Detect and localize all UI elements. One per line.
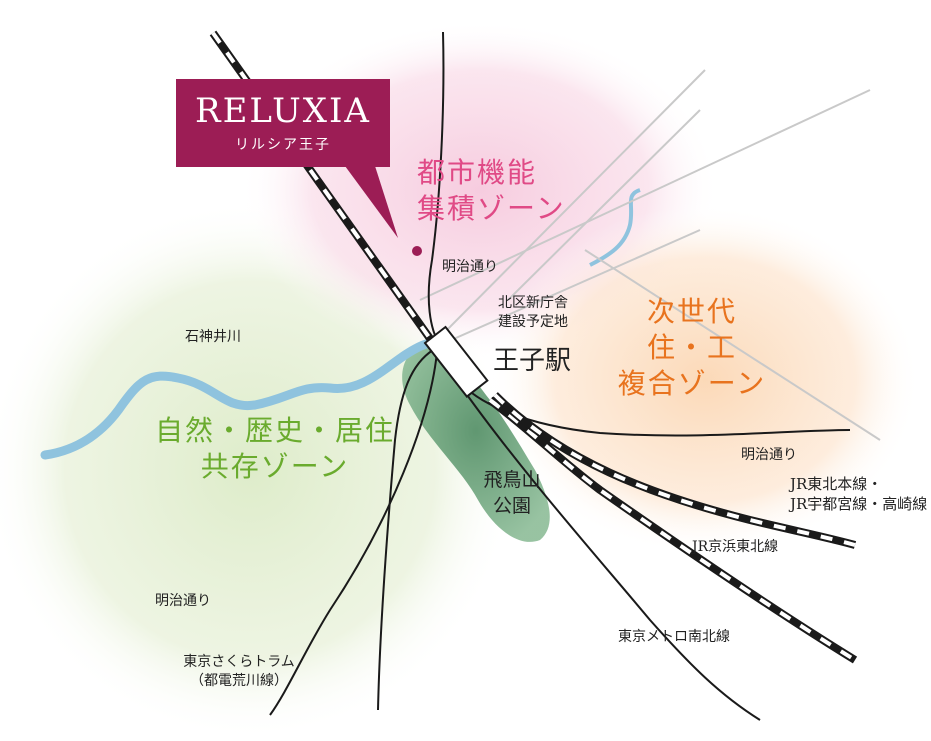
oji-station-building: [423, 325, 489, 398]
ward-office-label: 北区新庁舎 建設予定地: [478, 294, 588, 332]
meiji-dori-label-left: 明治通り: [155, 593, 211, 609]
brand-callout-pointer: [345, 166, 398, 238]
zone-nature-line1: 自然・歴史・居住: [155, 414, 396, 447]
zone-label-urban: 都市機能 集積ゾーン: [417, 155, 566, 227]
zone-urban-line1: 都市機能: [417, 156, 538, 189]
asukayama-park-area: [402, 340, 550, 542]
roads: [419, 69, 881, 441]
sakura-tram-label: 東京さくらトラム （都電荒川線）: [174, 653, 304, 691]
metro-namboku-label: 東京メトロ南北線: [618, 629, 730, 645]
park-line2: 公園: [492, 494, 531, 517]
zone-label-nature: 自然・歴史・居住 共存ゾーン: [155, 413, 395, 485]
river-label: 石神井川: [185, 329, 241, 345]
park-label: 飛鳥山 公園: [472, 468, 552, 519]
jr-keihin-label: JR京浜東北線: [692, 539, 779, 555]
tram-line1: 東京さくらトラム: [183, 654, 295, 670]
jr-tohoku-label: JR東北本線・ JR宇都宮線・高崎線: [790, 474, 927, 515]
station-label: 王子駅: [493, 346, 572, 376]
brand-callout: RELUXIA リルシア王子: [176, 79, 390, 167]
zone-nature-line2: 共存ゾーン: [200, 449, 350, 483]
zone-label-next-gen: 次世代 住・工 複合ゾーン: [612, 294, 772, 401]
tram-line2: （都電荒川線）: [190, 672, 288, 689]
park-line1: 飛鳥山: [483, 469, 541, 491]
brand-logo-name: RELUXIA: [195, 91, 371, 131]
meiji-dori-road: [269, 31, 851, 721]
brand-subtitle: リルシア王子: [235, 137, 331, 153]
ward-office-line1: 北区新庁舎: [498, 295, 568, 311]
meiji-dori-label-top: 明治通り: [442, 259, 498, 275]
site-location-dot: [412, 246, 422, 256]
meiji-dori-label-right: 明治通り: [741, 447, 797, 463]
ward-office-line2: 建設予定地: [498, 313, 568, 330]
river-upstream: [589, 188, 641, 267]
zone-next-gen-line2: 住・工: [646, 330, 737, 364]
jr-tohoku-line2: JR宇都宮線・高崎線: [790, 495, 928, 514]
zone-next-gen-line1: 次世代: [646, 295, 737, 328]
zone-urban-line2: 集積ゾーン: [417, 191, 566, 225]
zone-next-gen-line3: 複合ゾーン: [617, 366, 767, 400]
jr-tohoku-line1: JR東北本線・: [790, 475, 883, 493]
shakujii-river: [40, 338, 441, 460]
